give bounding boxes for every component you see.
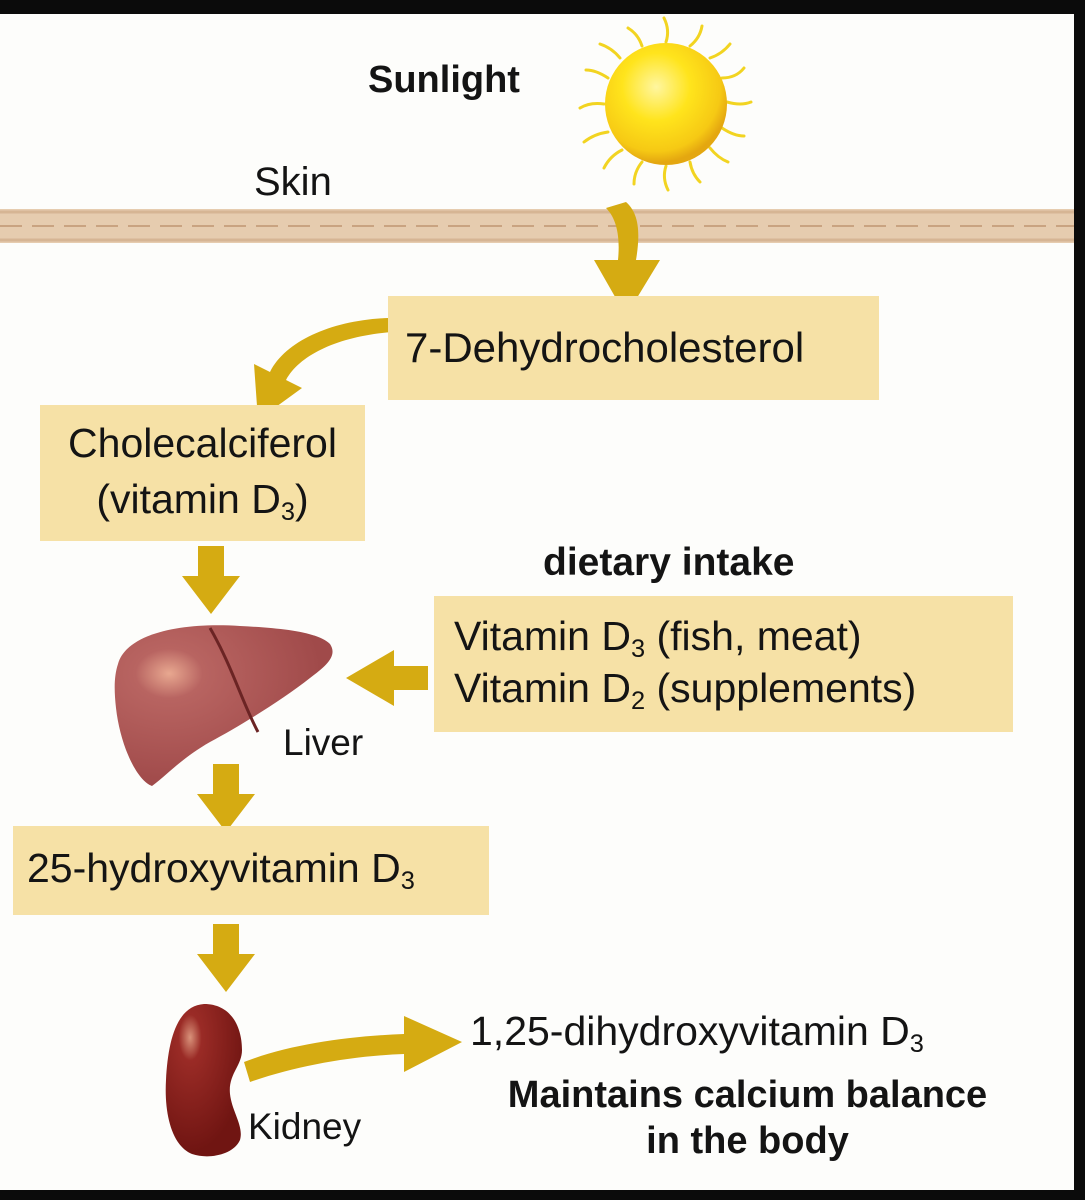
hydroxyvitamin-box: 25-hydroxyvitamin D3 [13,826,489,915]
arrow-sun-to-dehydrocholesterol [594,202,660,316]
kidney-label: Kidney [248,1106,362,1147]
dietary-sources-box: Vitamin D3 (fish, meat) Vitamin D2 (supp… [434,596,1013,732]
hydroxyvitamin-label: 25-hydroxyvitamin D3 [27,845,415,896]
diagram-frame: Sunlight Skin 7-Dehydrocholesterol Chole… [0,14,1074,1190]
arrow-diet-to-liver [346,650,428,706]
vitamin-d-pathway-diagram [0,16,1074,1157]
arrow-hydroxy-to-kidney [197,924,255,992]
sun-icon [578,16,753,192]
cholecalciferol-label: Cholecalciferol [68,420,337,466]
calcium-line-2: in the body [646,1120,849,1162]
arrow-dehydro-to-cholecalciferol [254,318,392,420]
arrow-kidney-to-product [244,1016,462,1082]
dietary-d2-label: Vitamin D2 (supplements) [454,665,917,716]
arrow-cholecalciferol-to-liver [182,546,240,614]
skin-label: Skin [254,160,332,204]
liver-icon [114,625,333,786]
liver-label: Liver [283,722,364,763]
dehydrocholesterol-box: 7-Dehydrocholesterol [388,296,879,400]
kidney-icon [165,1004,242,1157]
cholecalciferol-box: Cholecalciferol (vitamin D3) [40,405,365,541]
dihydroxyvitamin-label: 1,25-dihydroxyvitamin D3 [470,1008,924,1059]
dietary-intake-label: dietary intake [543,541,795,584]
cholecalciferol-vitamin-label: (vitamin D3) [96,476,309,527]
calcium-line-1: Maintains calcium balance [507,1074,988,1116]
arrow-liver-to-hydroxy [197,764,255,832]
dietary-d3-label: Vitamin D3 (fish, meat) [454,613,862,664]
calcium-balance-note: Maintains calcium balance in the body [440,1072,1055,1164]
skin-layer [0,209,1074,243]
dehydrocholesterol-label: 7-Dehydrocholesterol [405,324,805,371]
sunlight-label: Sunlight [368,59,520,101]
